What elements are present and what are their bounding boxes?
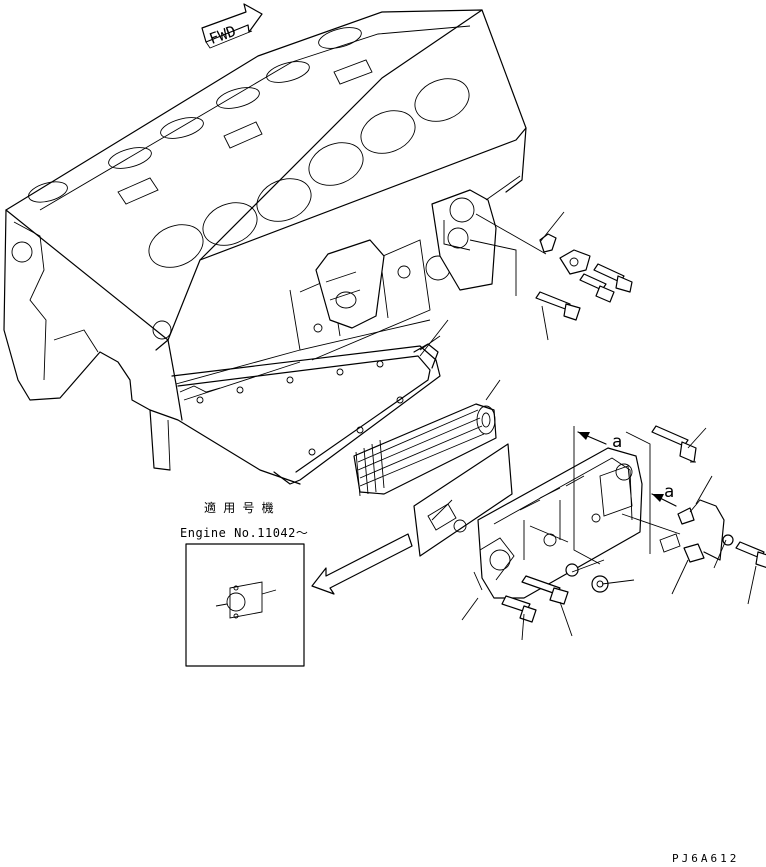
element-gasket bbox=[413, 443, 513, 557]
leader-lines bbox=[419, 175, 757, 641]
detail-pointer-arrow bbox=[311, 533, 413, 595]
callout-letter-a: a bbox=[612, 432, 622, 452]
rear-plate bbox=[431, 189, 497, 291]
cooler-gasket bbox=[171, 343, 441, 485]
callout-a-lower: a bbox=[651, 482, 677, 507]
cooler-cover bbox=[477, 447, 643, 599]
elbow-housing bbox=[315, 239, 385, 329]
drawing-code: PJ6A612 bbox=[672, 852, 739, 865]
oil-temperature-sensor bbox=[659, 499, 725, 563]
engine-number-label: Engine No.11042～ bbox=[180, 526, 308, 540]
applicable-serial-inset: 適 用 号 機 Engine No.11042～ bbox=[180, 500, 308, 667]
oil-cooler-element bbox=[353, 403, 497, 497]
callout-a-upper: a bbox=[577, 431, 622, 452]
cover-flange-parts bbox=[535, 233, 633, 321]
inset-frame bbox=[185, 543, 305, 667]
applicable-serial-heading: 適 用 号 機 bbox=[204, 500, 274, 515]
callout-letter-a: a bbox=[664, 482, 674, 502]
fwd-direction-arrow: FWD bbox=[201, 3, 263, 49]
